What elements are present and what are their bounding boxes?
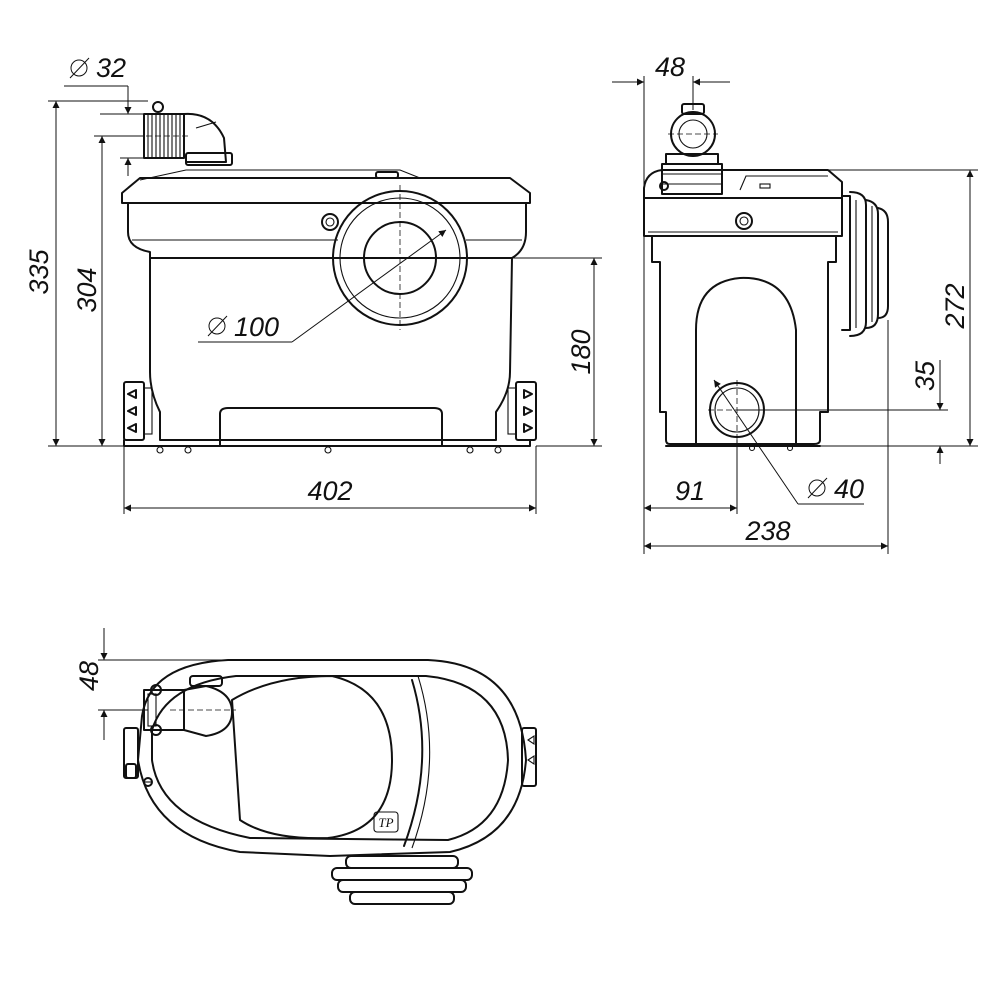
dim-top-offset: 48 (74, 661, 104, 691)
dim-body-height: 304 (72, 267, 102, 312)
side-view (643, 103, 889, 452)
dim-width: 402 (307, 476, 352, 506)
diameter-symbol-icon (807, 477, 828, 499)
dim-outlet-offset: 91 (675, 476, 705, 506)
dim-outlet-diameter: 40 (834, 474, 864, 504)
brand-logo: TP (378, 815, 393, 830)
dim-outlet-height: 35 (910, 360, 940, 391)
dim-pipe-diameter: 32 (96, 53, 126, 83)
dim-overall-height: 335 (24, 248, 54, 294)
dim-depth: 238 (744, 516, 790, 546)
dim-top-offset: 48 (655, 52, 685, 82)
top-view-dimensions: 48 (74, 628, 230, 740)
dim-side-height: 272 (940, 283, 970, 329)
dim-inlet-diameter: 100 (234, 312, 279, 342)
dim-inlet-height: 180 (566, 329, 596, 374)
diameter-symbol-icon (207, 315, 228, 337)
front-view (110, 101, 537, 454)
top-view: TP (123, 659, 537, 905)
front-view-dimensions: 32 335 304 180 402 100 (24, 53, 602, 514)
diameter-symbol-icon (69, 57, 90, 79)
side-view-dimensions: 48 272 35 91 238 40 (612, 52, 978, 554)
